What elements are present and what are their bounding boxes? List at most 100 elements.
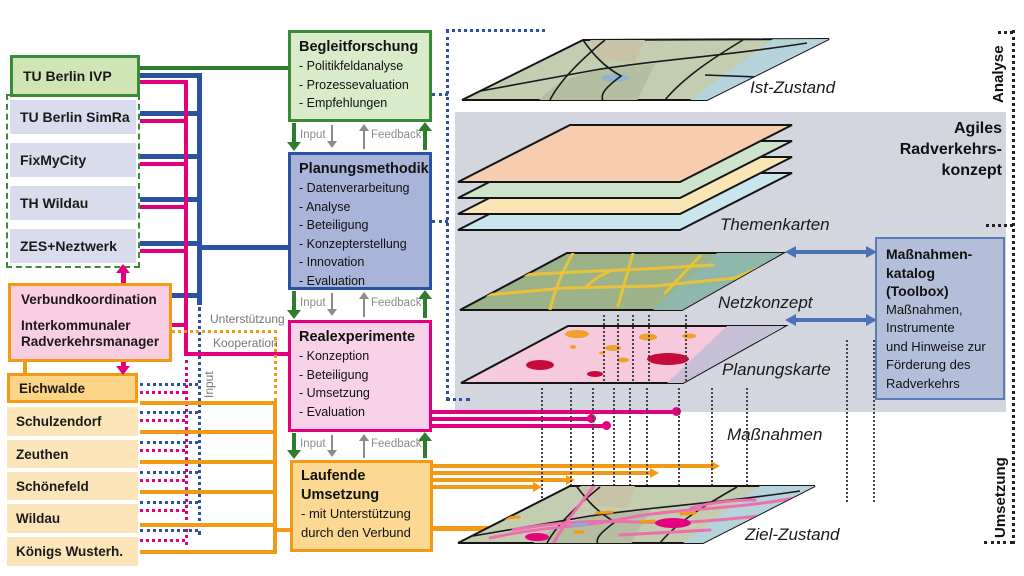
katalog-title-line: Maßnahmen- xyxy=(886,246,973,262)
massnahmenkatalog-box: Maßnahmen-katalog (Toolbox) Maßnahmen, Ins… xyxy=(875,237,1005,400)
agiles-title-line: Agiles xyxy=(953,120,1002,137)
katalog-title-line: (Toolbox) xyxy=(886,283,949,299)
dotted-drop-line xyxy=(592,388,594,502)
double-arrow-left-head-icon xyxy=(785,246,796,258)
realexperimente-item: - Evaluation xyxy=(299,404,366,419)
dotted-drop-line xyxy=(617,315,619,381)
phase-bracket-v xyxy=(1012,30,1015,544)
katalog-title-line: katalog xyxy=(886,264,936,281)
katalog-body-line: Instrumente xyxy=(886,320,955,335)
planungsmethodik-item: - Datenverarbeitung xyxy=(299,181,410,195)
partner-tu-berlin-simra: TU Berlin SimRa xyxy=(10,100,136,134)
katalog-body-line: und Hinweise zur xyxy=(886,338,986,354)
connector-orange-zeuthen xyxy=(140,460,277,464)
connector-orange-verbund-eichwalde xyxy=(23,362,27,373)
analyse-phase-label: Analyse xyxy=(990,45,1007,103)
green-up-arrow xyxy=(423,131,427,150)
dotted-drop-line xyxy=(711,388,713,502)
katalog-body-line: Förderung des xyxy=(886,357,971,372)
begleitforschung-item: - Politikfeldanalyse xyxy=(299,59,404,73)
double-arrow-netzkonzept xyxy=(795,250,869,254)
municipality-wildau: Wildau xyxy=(7,504,138,533)
katalog-body-line: Maßnahmen, xyxy=(886,301,963,317)
realexperimente-item: - Konzeption xyxy=(299,349,370,363)
dotted-drop-line xyxy=(746,388,748,502)
pink-down-arrowhead-icon xyxy=(116,366,130,375)
planungsmethodik-title: Planungsmethodik xyxy=(299,161,429,177)
dotted-blue-koenigs xyxy=(140,529,198,532)
dotted-blue-wildau xyxy=(140,501,198,504)
dotted-drop-line xyxy=(541,388,543,502)
agiles-title-line: konzept xyxy=(941,162,1002,179)
dotted-blue-schulzendorf xyxy=(140,411,198,414)
verbund-line3: Radverkehrsmanager xyxy=(21,334,160,349)
kooperation-label: Kooperation xyxy=(213,336,278,350)
planungsmethodik-item: - Analyse xyxy=(299,199,351,214)
connector-pink-dotted-trunk xyxy=(185,360,188,545)
dotted-pink-zeuthen xyxy=(140,449,185,452)
planungsmethodik-item: - Beteiligung xyxy=(299,218,369,232)
pink-measure-line-2 xyxy=(432,417,592,421)
dotted-blue-stub-begleitforschung xyxy=(432,93,448,96)
green-down-arrow xyxy=(292,433,296,451)
input-vertical-label: Input xyxy=(202,371,216,398)
gray-up-arrow xyxy=(363,441,365,458)
connector-blue-to-planungsmethodik xyxy=(197,245,288,250)
verbund-line2: Interkommunaler xyxy=(21,318,131,333)
connector-orange-schoenefeld xyxy=(140,490,277,494)
pink-down-arrow xyxy=(121,362,126,367)
dotted-drop-line xyxy=(648,315,650,381)
connector-orange-koenigs xyxy=(140,550,277,554)
dotted-drop-line xyxy=(629,388,631,502)
laufende-umsetzung-title-line: Laufende xyxy=(301,468,366,484)
partner-fixmycity: FixMyCity xyxy=(10,143,136,177)
pink-measure-dot-icon xyxy=(587,414,596,423)
dotted-drop-line xyxy=(646,388,648,502)
orange-measure-line-3 xyxy=(433,478,568,482)
ist-zustand-label: Ist-Zustand xyxy=(750,78,836,97)
green-down-arrowhead-icon xyxy=(287,142,301,151)
dotted-drop-line xyxy=(570,388,572,502)
massnahmen-label: Maßnahmen xyxy=(727,425,823,444)
connector-pink-trunk xyxy=(184,80,188,356)
gray-down-arrowhead-icon xyxy=(327,450,337,457)
feedback-label: Feedback xyxy=(371,129,422,141)
green-up-arrowhead-icon xyxy=(418,290,432,299)
connector-pink-kooperation-line xyxy=(184,352,288,356)
gray-down-arrow xyxy=(331,293,333,310)
dotted-pink-koenigs xyxy=(140,539,185,542)
connector-pink-zes xyxy=(140,249,188,253)
green-down-arrowhead-icon xyxy=(287,450,301,459)
connector-pink-fixmycity xyxy=(140,162,188,166)
dotted-drop-line xyxy=(603,315,605,381)
connector-orange-wildau xyxy=(140,523,277,527)
themenkarten-label: Themenkarten xyxy=(720,215,830,234)
connector-pink-thwildau xyxy=(140,205,188,209)
phase-bracket-top-tick xyxy=(998,31,1013,34)
connector-pink-ivp xyxy=(140,80,188,84)
orange-measure-line-4 xyxy=(433,485,535,489)
phase-bracket-bottom-tick xyxy=(984,541,1013,544)
laufende-umsetzung-title-line: Umsetzung xyxy=(301,487,380,503)
ist-zustand-map xyxy=(461,38,830,101)
planungsmethodik-item: - Evaluation xyxy=(299,273,366,288)
connector-orange-schulzendorf xyxy=(140,430,277,434)
pink-measure-dot-icon xyxy=(672,407,681,416)
dotted-pink-schoenefeld xyxy=(140,479,185,482)
dotted-drop-line xyxy=(632,315,634,381)
begleitforschung-item: - Prozessevaluation xyxy=(299,77,409,92)
double-arrow-right-head-icon xyxy=(866,246,877,258)
green-up-arrow xyxy=(423,441,427,458)
orange-arrowhead-icon xyxy=(650,468,659,478)
dotted-blue-bracket-bottom xyxy=(446,398,470,401)
green-up-arrowhead-icon xyxy=(418,432,432,441)
municipality-schoenefeld: Schönefeld xyxy=(7,472,138,500)
dotted-pink-wildau xyxy=(140,509,185,512)
partner-th-wildau: TH Wildau xyxy=(10,186,136,220)
green-down-arrowhead-icon xyxy=(287,310,301,319)
dotted-drop-line xyxy=(873,340,875,502)
partner-tu-berlin-ivp: TU Berlin IVP xyxy=(10,55,140,97)
verbundkoordination-box: Verbundkoordination Interkommunaler Radv… xyxy=(8,283,172,362)
